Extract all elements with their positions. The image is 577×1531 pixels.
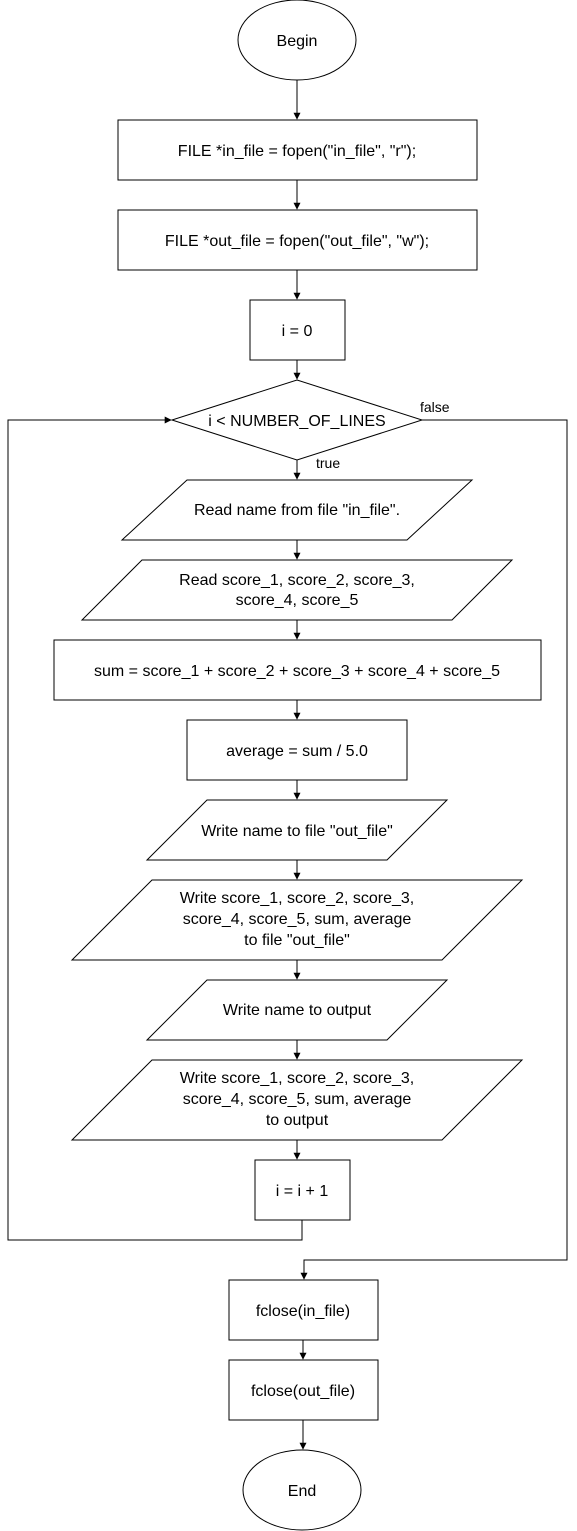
read-scores-io: Read score_1, score_2, score_3, score_4,… <box>80 559 514 621</box>
read-name-label: Read name from file "in_file". <box>194 502 400 519</box>
write-name-file-label: Write name to file "out_file" <box>201 823 393 840</box>
false-branch-connector <box>300 419 568 1280</box>
write-name-output-io: Write name to output <box>145 979 449 1041</box>
sum-label: sum = score_1 + score_2 + score_3 + scor… <box>94 663 500 680</box>
write-scores-file-label-line-1: Write score_1, score_2, score_3, <box>180 890 414 907</box>
read-scores-label-line-1: Read score_1, score_2, score_3, <box>179 572 415 589</box>
start-label: Begin <box>277 33 318 50</box>
write-scores-file-label-line-2: score_4, score_5, sum, average <box>183 911 412 928</box>
open-out-file-label: FILE *out_file = fopen("out_file", "w"); <box>165 233 429 250</box>
write-scores-output-label-line-2: score_4, score_5, sum, average <box>183 1091 412 1108</box>
end-label: End <box>288 1483 316 1500</box>
close-out-file-label: fclose(out_file) <box>251 1383 355 1400</box>
open-out-file-process: FILE *out_file = fopen("out_file", "w"); <box>117 209 478 271</box>
end-terminal: End <box>242 1449 362 1531</box>
open-in-file-process: FILE *in_file = fopen("in_file", "r"); <box>117 119 478 181</box>
loop-condition-label: i < NUMBER_OF_LINES <box>208 413 385 430</box>
read-name-io: Read name from file "in_file". <box>120 479 474 541</box>
write-scores-output-label-line-3: to output <box>266 1112 329 1129</box>
init-counter-label: i = 0 <box>282 323 313 340</box>
loop-condition-decision: i < NUMBER_OF_LINES <box>170 379 424 461</box>
write-name-file-io: Write name to file "out_file" <box>145 799 449 861</box>
read-scores-label-line-2: score_4, score_5 <box>236 592 359 609</box>
write-scores-file-io: Write score_1, score_2, score_3, score_4… <box>70 879 524 961</box>
increment-label: i = i + 1 <box>276 1183 329 1200</box>
loop-back-connector <box>7 416 303 1241</box>
init-counter-process: i = 0 <box>249 299 346 361</box>
sum-process: sum = score_1 + score_2 + score_3 + scor… <box>53 639 542 701</box>
write-name-output-label: Write name to output <box>223 1002 372 1019</box>
true-branch-label: true <box>316 455 340 471</box>
write-scores-file-label-line-3: to file "out_file" <box>244 932 350 949</box>
increment-process: i = i + 1 <box>254 1159 351 1221</box>
start-terminal: Begin <box>237 0 357 81</box>
write-scores-output-io: Write score_1, score_2, score_3, score_4… <box>70 1059 524 1141</box>
false-branch-label: false <box>420 399 450 415</box>
close-in-file-label: fclose(in_file) <box>256 1303 350 1320</box>
average-process: average = sum / 5.0 <box>186 719 408 781</box>
average-label: average = sum / 5.0 <box>226 743 368 760</box>
write-scores-output-label-line-1: Write score_1, score_2, score_3, <box>180 1070 414 1087</box>
close-in-file-process: fclose(in_file) <box>228 1279 379 1341</box>
close-out-file-process: fclose(out_file) <box>228 1359 379 1421</box>
open-in-file-label: FILE *in_file = fopen("in_file", "r"); <box>178 143 416 160</box>
